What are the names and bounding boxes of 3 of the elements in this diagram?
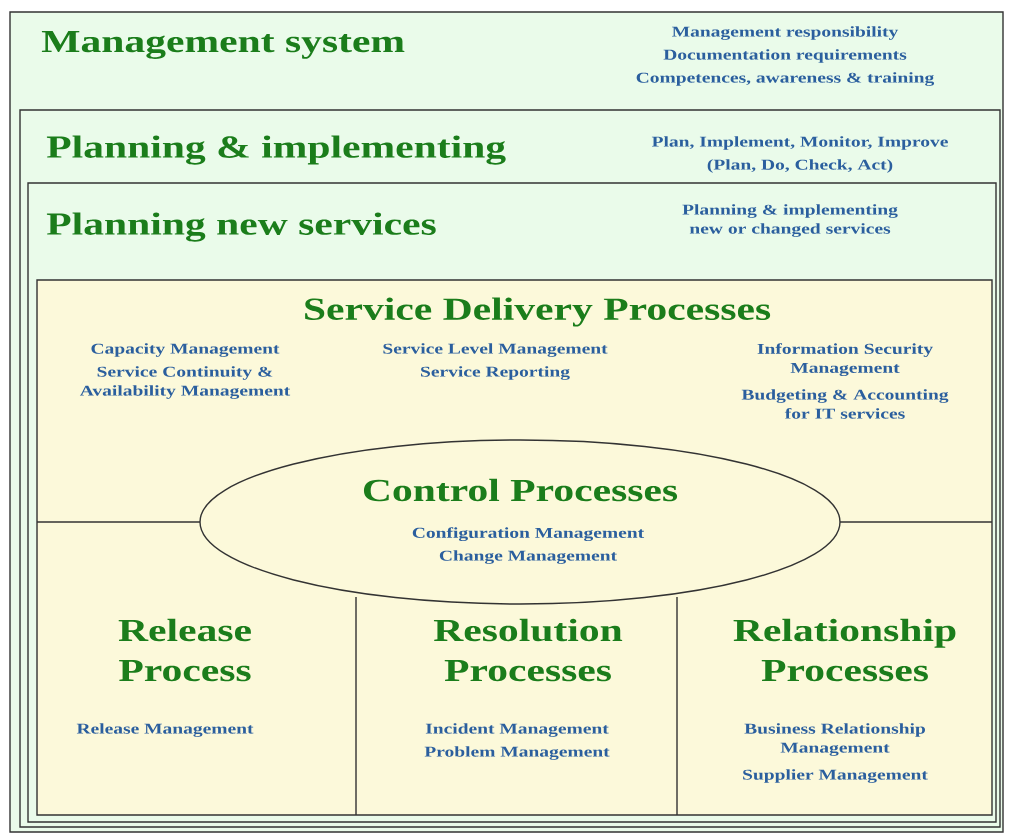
process-cell: Release Process Release Management — [76, 618, 254, 737]
process-cell: Resolution Processes Incident Management Problem Management — [424, 618, 623, 760]
process-cell: Relationship Processes Business Relationship Management Supplier Management — [733, 618, 956, 783]
